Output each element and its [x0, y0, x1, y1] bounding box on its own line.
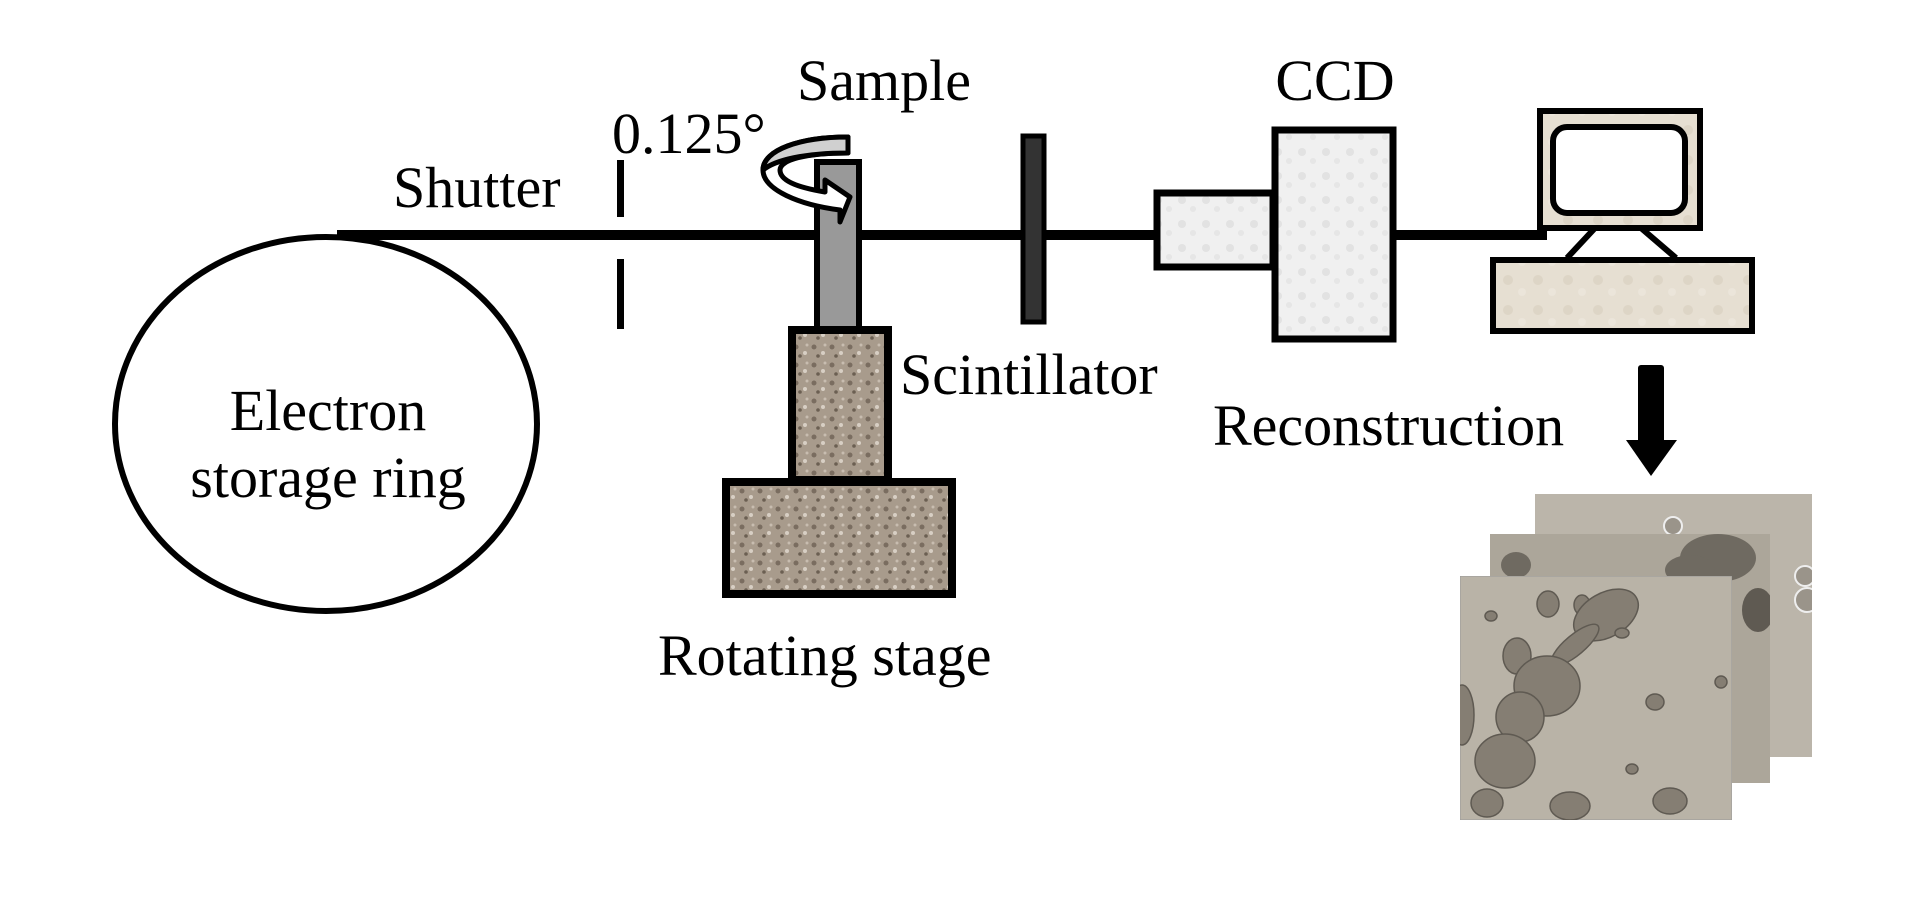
electron-label-line2: storage ring [190, 445, 465, 510]
rotation-angle-label: 0.125° [612, 101, 766, 166]
electron-storage-ring [112, 234, 540, 614]
rotation-arrow-icon [760, 134, 853, 225]
computer-icon [1490, 108, 1755, 334]
shutter-label: Shutter [393, 155, 561, 220]
computer-screen [1550, 124, 1688, 216]
ccd-body [1271, 126, 1397, 343]
shutter-lower-blade [617, 259, 624, 329]
computer-desk [1490, 257, 1755, 334]
scintillator [1020, 133, 1047, 325]
rotating-stage-label: Rotating stage [658, 623, 991, 688]
ccd-lens [1153, 189, 1277, 271]
shutter-upper-blade [617, 160, 624, 217]
beam-line [337, 230, 1547, 240]
sample-label: Sample [797, 48, 971, 113]
electron-label-line1: Electron [230, 378, 426, 443]
rotating-stage-base [722, 478, 956, 598]
ccd-label: CCD [1275, 48, 1394, 113]
arrow-down-icon [1626, 365, 1677, 476]
scintillator-label: Scintillator [900, 342, 1158, 407]
rotating-stage-upper [788, 326, 892, 484]
reconstruction-slice-front [1460, 576, 1732, 820]
reconstruction-label: Reconstruction [1213, 393, 1564, 458]
